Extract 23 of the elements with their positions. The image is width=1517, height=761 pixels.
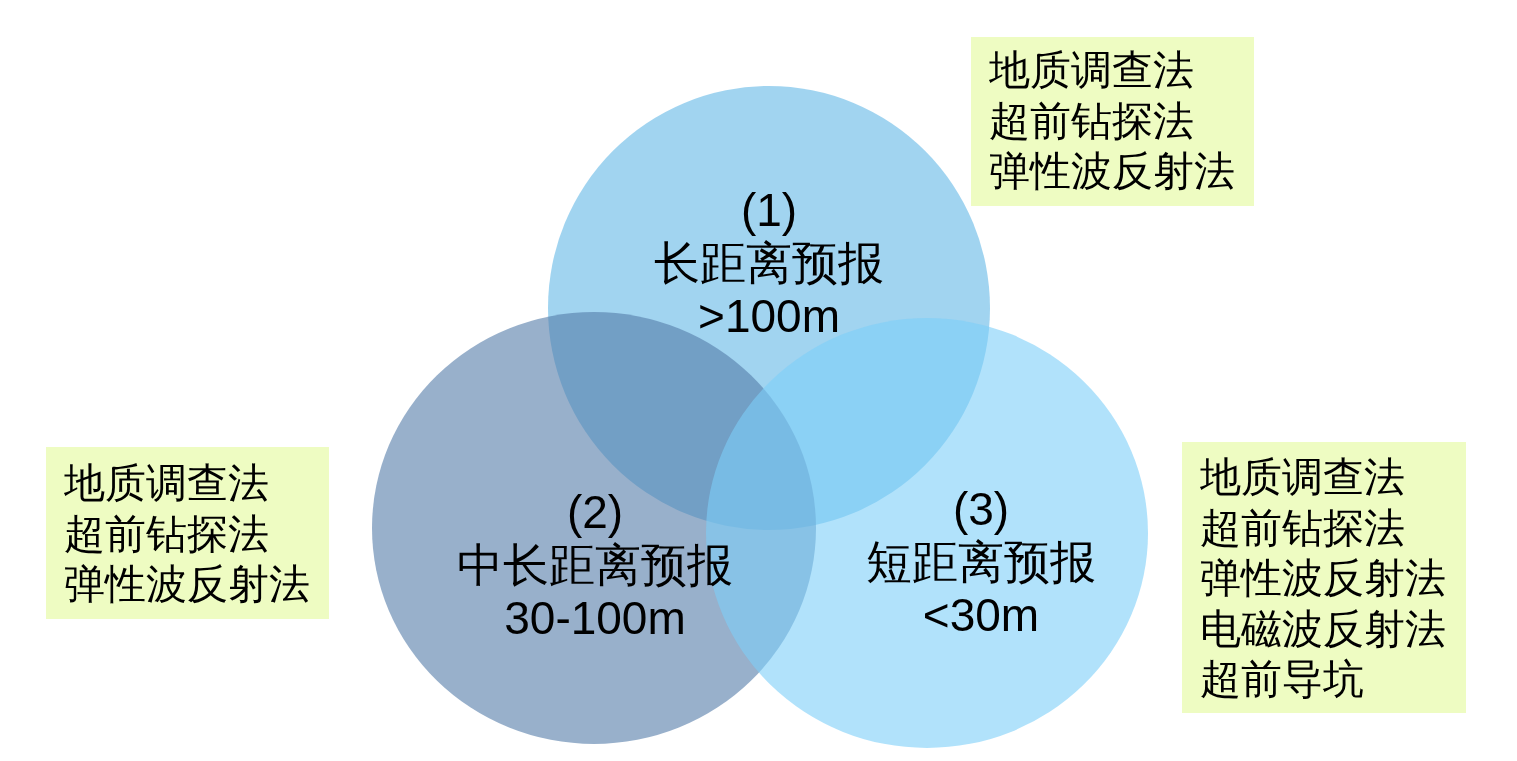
number-label: (3): [952, 482, 1010, 536]
note-box: [971, 37, 1254, 206]
method-label: 超前钻探法: [1200, 503, 1405, 553]
range-label: <30m: [922, 588, 1040, 642]
title-label: 中长距离预报: [457, 538, 733, 592]
range-label: 30-100m: [504, 591, 686, 645]
method-label: 弹性波反射法: [64, 560, 310, 609]
method-label: 超前导坑: [1200, 655, 1364, 704]
number-label: (1): [740, 183, 798, 237]
title-label: 长距离预报: [654, 236, 884, 290]
range-label: >100m: [698, 289, 840, 343]
method-label: 电磁波反射法: [1200, 604, 1446, 654]
method-label: 超前钻探法: [989, 96, 1194, 146]
number-label: (2): [566, 485, 624, 539]
note-box: [46, 447, 329, 619]
note-box: [1182, 442, 1466, 713]
method-label: 超前钻探法: [64, 509, 269, 559]
method-label: 弹性波反射法: [1200, 554, 1446, 603]
method-label: 地质调查法: [989, 46, 1194, 95]
method-label: 地质调查法: [1200, 453, 1405, 502]
method-label: 弹性波反射法: [989, 147, 1235, 196]
method-label: 地质调查法: [64, 459, 269, 508]
title-label: 短距离预报: [866, 535, 1096, 589]
